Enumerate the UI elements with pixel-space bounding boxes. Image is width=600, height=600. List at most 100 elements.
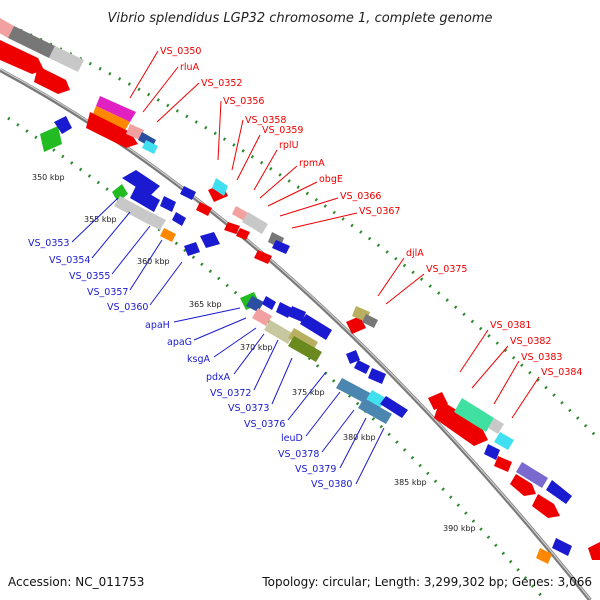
gene-label-forward: VS_0383 [521, 352, 562, 363]
reverse-gene-arrow [160, 196, 176, 212]
gene-label-reverse: apaH [145, 320, 170, 331]
leader-line [271, 357, 293, 405]
gene-label-forward: rplU [279, 140, 299, 151]
feature-cluster-370 [240, 292, 332, 362]
forward-gene-arrow [224, 222, 240, 234]
gene-label-reverse: VS_0380 [311, 479, 352, 490]
leader-line [385, 273, 425, 305]
forward-gene-arrow [196, 202, 212, 216]
feature-block [142, 140, 158, 154]
genome-summary-text: Topology: circular; Length: 3,299,302 bp… [261, 575, 592, 589]
leader-line [233, 333, 265, 375]
gene-label-forward: rpmA [299, 158, 325, 169]
reverse-gene-arrow [484, 444, 500, 460]
leader-line [71, 197, 119, 243]
gene-label-forward: VS_0367 [359, 206, 400, 217]
forward-gene-arrow [532, 494, 560, 518]
leader-line [339, 417, 367, 469]
forward-gene-arrow [510, 474, 536, 496]
forward-gene-arrow [346, 316, 366, 334]
leader-line [173, 307, 241, 323]
forward-gene-arrow [0, 40, 44, 74]
feature-block [8, 26, 55, 58]
gene-label-forward: VS_0382 [510, 336, 551, 347]
feature-block [40, 126, 62, 152]
gene-label-forward: rluA [180, 62, 200, 73]
tick-label: 355 kbp [84, 215, 117, 224]
feature-block [454, 398, 494, 432]
gene-label-forward: VS_0350 [160, 46, 201, 57]
tick-label: 385 kbp [394, 478, 427, 487]
feature-block [114, 196, 150, 222]
feature-cluster-top [0, 18, 158, 154]
forward-gene-arrow [34, 66, 70, 94]
feature-block [336, 378, 372, 404]
gc-track-outer [19, 28, 600, 440]
gene-label-forward: VS_0356 [223, 96, 264, 107]
gene-label-forward: VS_0375 [426, 264, 467, 275]
leader-line [321, 409, 355, 453]
reverse-gene-arrow [288, 306, 306, 322]
gene-label-reverse: VS_0372 [210, 388, 251, 399]
reverse-gene-arrow [180, 186, 196, 200]
gene-label-forward: VS_0384 [541, 367, 582, 378]
tick-label: 380 kbp [343, 433, 376, 442]
feature-block [252, 308, 272, 326]
feature-block [144, 212, 166, 230]
gene-label-reverse: VS_0354 [49, 255, 90, 266]
feature-block [358, 398, 392, 424]
feature-block [92, 106, 130, 132]
leader-line [493, 360, 520, 405]
leader-line [253, 149, 278, 191]
leader-line [279, 197, 339, 217]
leader-line [305, 391, 341, 437]
gene-label-forward: VS_0359 [262, 125, 303, 136]
reverse-labels: VS_0353 VS_0354 VS_0355 VS_0357 VS_0360 … [28, 197, 385, 490]
gene-label-reverse: VS_0373 [228, 403, 269, 414]
feature-block [212, 178, 228, 196]
gene-label-reverse: VS_0357 [87, 287, 128, 298]
forward-gene-arrow [588, 542, 600, 560]
leader-line [217, 100, 222, 161]
leader-line [355, 427, 385, 485]
reverse-gene-arrow [546, 480, 572, 504]
genome-backbone [0, 68, 592, 600]
reverse-gene-arrow [272, 240, 290, 254]
reverse-gene-arrow [130, 186, 160, 212]
tick-label: 360 kbp [137, 257, 170, 266]
leader-line [156, 82, 200, 123]
leader-line [231, 119, 244, 171]
tick-label: 375 kbp [292, 388, 325, 397]
reverse-gene-arrow [552, 538, 572, 556]
reverse-gene-arrow [172, 212, 186, 226]
leader-line [236, 134, 261, 181]
leader-line [91, 211, 131, 259]
leader-line [511, 376, 540, 419]
forward-gene-arrow [494, 456, 512, 472]
gene-label-reverse: VS_0360 [107, 302, 148, 313]
gene-label-reverse: ksgA [187, 354, 210, 365]
gene-label-reverse: pdxA [206, 372, 231, 383]
gene-label-reverse: VS_0355 [69, 271, 110, 282]
reverse-gene-arrow [262, 296, 276, 310]
gene-label-reverse: apaG [167, 337, 192, 348]
feature-block [112, 184, 128, 202]
feature-block [362, 314, 378, 328]
gene-label-forward: VS_0381 [490, 320, 531, 331]
feature-cluster-383 [428, 392, 600, 564]
accession-text: Accession: NC_011753 [8, 575, 144, 589]
reverse-gene-arrow [380, 396, 408, 418]
gene-label-reverse: VS_0353 [28, 238, 69, 249]
leader-line [142, 66, 179, 113]
leader-line [129, 239, 163, 291]
gene-label-reverse: VS_0376 [244, 419, 285, 430]
gene-label-reverse: VS_0379 [295, 464, 336, 475]
reverse-gene-arrow [354, 360, 370, 374]
forward-gene-arrow [254, 250, 272, 264]
leader-line [129, 50, 159, 99]
feature-block [96, 96, 136, 122]
feature-cluster-355 [112, 170, 220, 256]
leader-line [213, 327, 257, 358]
gene-label-forward: VS_0366 [340, 191, 381, 202]
